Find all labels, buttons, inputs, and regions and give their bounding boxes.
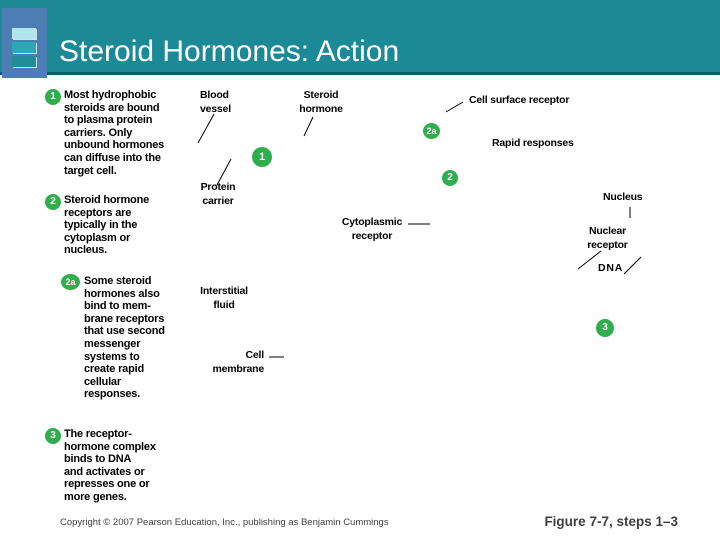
diagram-marker-3: 3 — [596, 319, 614, 337]
diagram-marker-2a: 2a — [423, 123, 440, 139]
step-2a-text: Some steroid hormones also bind to mem- … — [84, 275, 165, 401]
header-accent-square-3 — [12, 56, 36, 67]
label-cell-membrane: Cell membrane — [212, 349, 264, 375]
header-accent-square-2 — [12, 42, 36, 53]
step-1-text: Most hydrophobic steroids are bound to p… — [64, 89, 165, 177]
leader-dna — [623, 256, 642, 275]
diagram-marker-1: 1 — [252, 147, 272, 167]
label-nucleus: Nucleus — [603, 191, 643, 203]
copyright-text: Copyright © 2007 Pearson Education, Inc.… — [60, 517, 389, 528]
label-dna: DNA — [598, 262, 624, 274]
label-cell-surface-receptor: Cell surface receptor — [469, 94, 570, 106]
diagram-marker-2: 2 — [442, 170, 458, 186]
step-3-badge: 3 — [45, 428, 61, 444]
header-accent-block — [2, 8, 47, 78]
leader-cell-surface-receptor — [445, 101, 464, 113]
header-accent-square-1 — [12, 28, 36, 39]
leader-steroid-hormone — [303, 116, 314, 137]
leader-blood-vessel-upper — [197, 113, 215, 144]
label-cytoplasmic-receptor: Cytoplasmic receptor — [341, 216, 403, 242]
figure-caption: Figure 7-7, steps 1–3 — [544, 514, 678, 529]
header-bar: Steroid Hormones: Action — [0, 0, 720, 75]
label-steroid-hormone: Steroid hormone — [299, 89, 343, 115]
step-2-text: Steroid hormone receptors are typically … — [64, 194, 150, 257]
step-2-badge: 2 — [45, 194, 61, 210]
label-protein-carrier: Protein carrier — [200, 181, 236, 207]
step-2a-badge: 2a — [61, 274, 80, 290]
label-interstitial-fluid: Interstitial fluid — [200, 285, 248, 311]
label-blood-vessel: Blood vessel — [200, 89, 231, 115]
label-nuclear-receptor: Nuclear receptor — [587, 225, 628, 251]
label-rapid-responses: Rapid responses — [492, 137, 574, 149]
step-3-text: The receptor- hormone complex binds to D… — [64, 428, 156, 503]
slide-title: Steroid Hormones: Action — [59, 35, 400, 68]
step-1-badge: 1 — [45, 89, 61, 105]
